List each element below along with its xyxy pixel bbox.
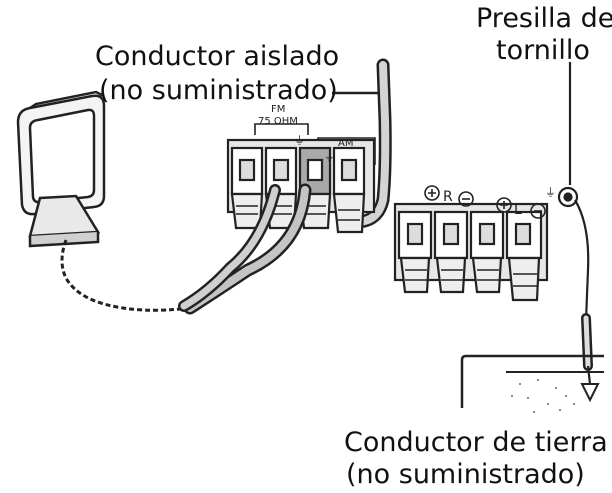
fm-terminal-label: FM: [271, 104, 285, 115]
insulated-wire-label-line1: Conductor aislado: [95, 41, 340, 72]
fm-impedance-label: 75 OHM: [258, 116, 298, 127]
chassis-ground-mark: ⏚: [545, 186, 556, 199]
am-loop-antenna: [16, 90, 106, 248]
speaker-terminal-block: [393, 202, 549, 302]
antenna-cables: [178, 183, 312, 315]
ground-wire-label-line2: (no suministrado): [346, 459, 585, 490]
antenna-terminal-block: [226, 123, 376, 234]
speaker-right-label: R: [443, 189, 453, 205]
screw-clip: [557, 62, 579, 208]
am-terminal-label: AM: [338, 138, 353, 149]
speaker-polarity-marks: [424, 185, 546, 219]
earth-ground: [460, 354, 604, 408]
fm-ground-mark: ⏚: [294, 134, 305, 147]
am-ground-mark: ⏚: [324, 150, 335, 163]
screw-clip-label-line1: Presilla de: [476, 3, 612, 34]
ground-wire: [574, 199, 593, 385]
soil-dots: [511, 379, 575, 413]
speaker-left-label: L: [514, 202, 522, 218]
insulated-wire-label-line2: (no suministrado): [99, 75, 338, 106]
screw-clip-label-line2: tornillo: [496, 35, 590, 66]
ground-wire-label-line1: Conductor de tierra: [344, 427, 608, 458]
antenna-lead-wire: [60, 239, 191, 312]
insulated-wire: [349, 58, 392, 229]
